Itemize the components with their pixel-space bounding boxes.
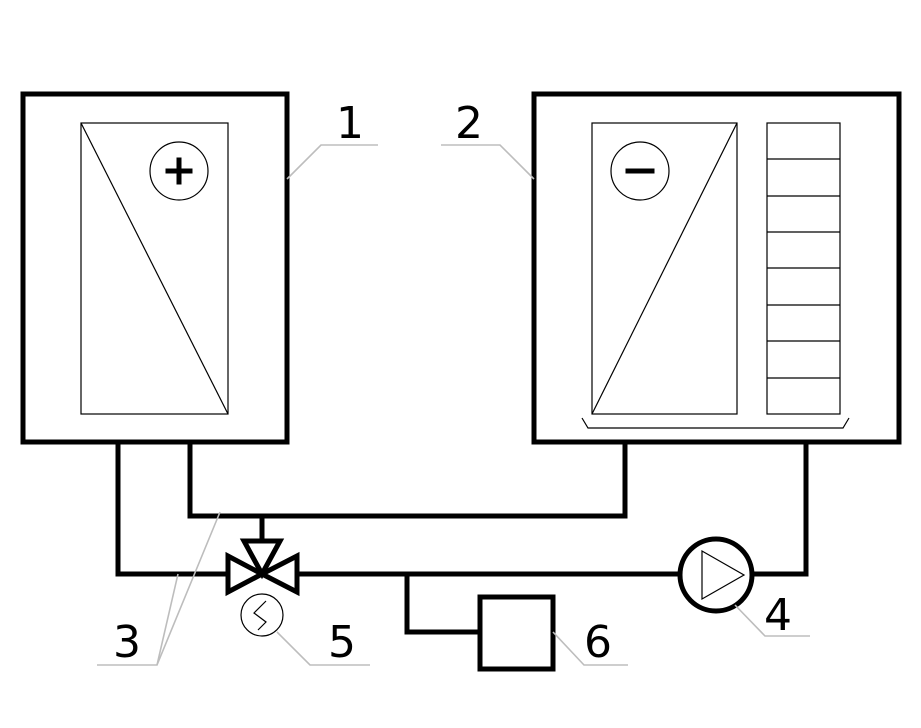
pipes [115,441,809,635]
label-5: 5 [328,617,356,668]
left-electrode-diagonal [80,122,229,415]
label-3: 3 [113,617,141,668]
negative-icon [610,141,670,201]
three-way-valve [225,538,300,597]
leader-lines [97,144,810,666]
label-1: 1 [336,98,364,149]
left-electrode [80,122,229,415]
heater-icon [240,593,284,637]
right-unit-frame [531,91,902,445]
label-4: 4 [764,590,792,641]
box-unit [477,594,556,672]
right-electrode-diagonal [591,122,738,415]
label-6: 6 [584,617,612,668]
left-unit-frame [20,91,290,445]
tray [581,417,850,429]
right-electrode [591,122,738,415]
label-2: 2 [455,98,483,149]
left-unit [20,91,290,445]
pump-icon [677,536,755,614]
positive-icon [149,141,209,201]
right-unit [531,91,902,445]
